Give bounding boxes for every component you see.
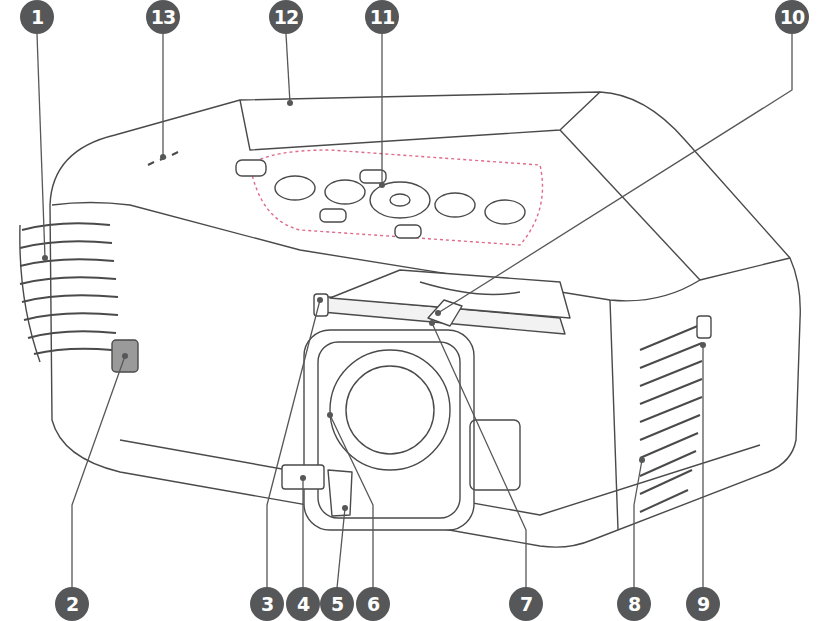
right-vent	[640, 325, 702, 512]
callout-number: 11	[365, 0, 399, 34]
callout-number: 4	[286, 587, 320, 621]
control-panel-outline	[250, 150, 543, 245]
callout-number: 1	[20, 0, 54, 34]
callout-number: 13	[146, 0, 180, 34]
callout-number: 2	[55, 587, 89, 621]
control-buttons	[236, 160, 525, 238]
front-edge	[610, 300, 618, 530]
callout-number: 8	[617, 587, 651, 621]
leader-lines	[37, 34, 792, 588]
callout-number: 6	[356, 587, 390, 621]
callout-number: 5	[320, 587, 354, 621]
lens-frame	[318, 342, 460, 518]
security-slot	[697, 316, 711, 338]
callout-number: 9	[686, 587, 720, 621]
sensor-window	[470, 420, 520, 490]
callout-number: 10	[775, 0, 809, 34]
callout-number: 12	[269, 0, 303, 34]
zoom-lever	[428, 300, 462, 326]
callout-number: 3	[250, 587, 284, 621]
leader-dots	[42, 100, 706, 511]
callout-number: 7	[509, 587, 543, 621]
adjustable-foot	[328, 470, 352, 516]
left-vent	[20, 223, 118, 362]
lens-inner	[346, 366, 434, 454]
remote-receiver	[112, 340, 138, 372]
projector-body	[50, 92, 800, 547]
top-panel-seam	[560, 130, 700, 280]
top-panel-seam	[240, 92, 600, 150]
